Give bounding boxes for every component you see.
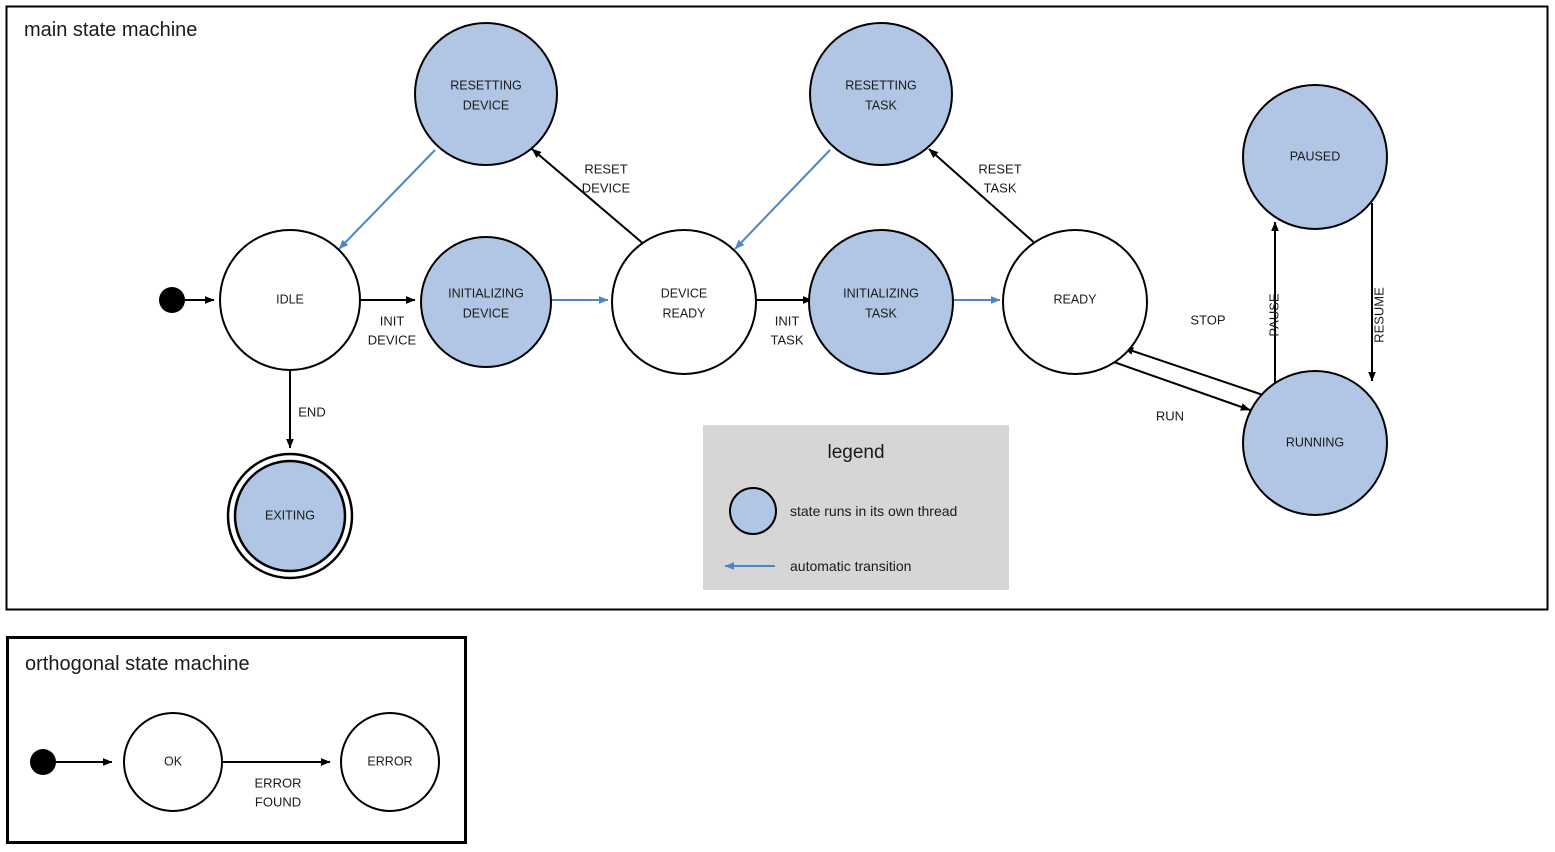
edge-label-init-device-line1: INIT [380, 313, 405, 328]
state-node-idle[interactable]: IDLE [219, 229, 361, 371]
state-node-initializing-task[interactable]: INITIALIZING TASK [808, 229, 954, 375]
legend-label-automatic-transition: automatic transition [790, 558, 911, 574]
state-circle-device-ready[interactable] [611, 229, 757, 375]
state-circle-initializing-device[interactable] [420, 236, 552, 368]
state-label-resetting-task-line1: RESETTING [845, 78, 917, 92]
state-node-ready[interactable]: READY [1002, 229, 1148, 375]
transition-running-to-paused: PAUSE [1266, 221, 1281, 406]
legend-title: legend [827, 442, 884, 463]
state-circle-resetting-device[interactable] [414, 22, 558, 166]
legend-item-threaded-state: state runs in its own thread [729, 487, 957, 535]
state-label-initializing-task-line2: TASK [865, 306, 897, 320]
arrow-auto-device-ready-2 [734, 149, 831, 250]
state-label-ok: OK [164, 754, 183, 768]
state-label-initializing-device-line2: DEVICE [463, 306, 510, 320]
edge-label-init-device-line2: DEVICE [368, 332, 417, 347]
state-node-device-ready[interactable]: DEVICE READY [611, 229, 757, 375]
state-node-resetting-task[interactable]: RESETTING TASK [809, 22, 953, 166]
edge-label-error-found-line2: FOUND [255, 794, 301, 809]
transition-start-to-idle [159, 287, 215, 313]
state-label-ready: READY [1053, 292, 1097, 306]
state-label-device-ready-line1: DEVICE [661, 286, 708, 300]
edge-label-init-task-line2: TASK [771, 332, 804, 347]
state-circle-ok[interactable] [123, 712, 223, 812]
arrow-stop [1123, 347, 1264, 396]
state-circle-idle[interactable] [219, 229, 361, 371]
state-label-exiting: EXITING [265, 508, 315, 522]
state-label-device-ready-line2: READY [662, 306, 706, 320]
edge-label-resume: RESUME [1371, 287, 1386, 343]
edge-label-init-task-line1: INIT [775, 313, 800, 328]
transition-paused-to-running: RESUME [1368, 203, 1386, 382]
state-node-ok[interactable]: OK [123, 712, 223, 812]
edge-label-reset-task-line1: RESET [978, 161, 1021, 176]
state-circle-ready[interactable] [1002, 229, 1148, 375]
state-circle-running[interactable] [1242, 370, 1388, 516]
state-label-initializing-task-line1: INITIALIZING [843, 286, 919, 300]
state-node-error[interactable]: ERROR [340, 712, 440, 812]
edge-label-stop: STOP [1190, 312, 1225, 327]
transition-idle-to-initializing-device: INIT DEVICE [360, 296, 417, 347]
state-label-idle: IDLE [276, 292, 304, 306]
edge-label-reset-device-line1: RESET [584, 161, 627, 176]
state-label-initializing-device-line1: INITIALIZING [448, 286, 524, 300]
state-node-paused[interactable]: PAUSED [1242, 84, 1388, 230]
state-label-error: ERROR [367, 754, 412, 768]
state-node-exiting[interactable]: EXITING [226, 452, 354, 580]
state-label-paused: PAUSED [1290, 149, 1340, 163]
arrow-reset-device [531, 148, 647, 247]
edge-label-run: RUN [1156, 408, 1184, 423]
edge-label-reset-task-line2: TASK [984, 180, 1017, 195]
arrow-auto-idle [338, 149, 436, 250]
transition-device-ready-to-resetting-device: RESET DEVICE [531, 148, 647, 247]
transition-ready-to-resetting-task: RESET TASK [928, 148, 1039, 247]
state-node-initializing-device[interactable]: INITIALIZING DEVICE [420, 236, 552, 368]
state-circle-resetting-task[interactable] [809, 22, 953, 166]
main-state-machine-title: main state machine [24, 19, 197, 41]
edge-label-end: END [298, 404, 325, 419]
orthogonal-state-machine-title: orthogonal state machine [25, 653, 250, 675]
edge-label-error-found-line1: ERROR [255, 775, 302, 790]
transition-device-ready-to-initializing-task: INIT TASK [756, 296, 813, 347]
transition-running-to-ready: STOP [1123, 312, 1264, 396]
transition-resetting-device-to-idle [338, 149, 436, 250]
state-circle-initializing-task[interactable] [808, 229, 954, 375]
legend-item-automatic-transition: automatic transition [724, 558, 911, 574]
state-node-resetting-device[interactable]: RESETTING DEVICE [414, 22, 558, 166]
state-circle-error[interactable] [340, 712, 440, 812]
transition-resetting-task-to-device-ready [734, 149, 831, 250]
state-label-resetting-device-line1: RESETTING [450, 78, 522, 92]
transition-start-to-ok [30, 749, 113, 775]
threaded-state-swatch-icon [729, 487, 777, 535]
edge-label-pause: PAUSE [1266, 293, 1281, 336]
orthogonal-initial-state-dot [30, 749, 56, 775]
transition-idle-to-exiting: END [286, 370, 326, 449]
state-label-resetting-task-line2: TASK [865, 98, 897, 112]
state-circle-paused[interactable] [1242, 84, 1388, 230]
state-circle-exiting-inner[interactable] [233, 459, 347, 573]
initial-state-dot [159, 287, 185, 313]
transition-ready-to-running: RUN [1110, 360, 1251, 423]
state-node-running[interactable]: RUNNING [1242, 370, 1388, 516]
state-label-resetting-device-line2: DEVICE [463, 98, 510, 112]
arrow-run [1110, 360, 1251, 411]
state-label-running: RUNNING [1286, 435, 1344, 449]
edge-label-reset-device-line2: DEVICE [582, 180, 631, 195]
transition-ok-to-error: ERROR FOUND [222, 758, 331, 809]
legend-label-threaded-state: state runs in its own thread [790, 503, 957, 519]
legend: legend state runs in its own thread auto… [703, 425, 1009, 590]
arrow-reset-task [928, 148, 1039, 247]
